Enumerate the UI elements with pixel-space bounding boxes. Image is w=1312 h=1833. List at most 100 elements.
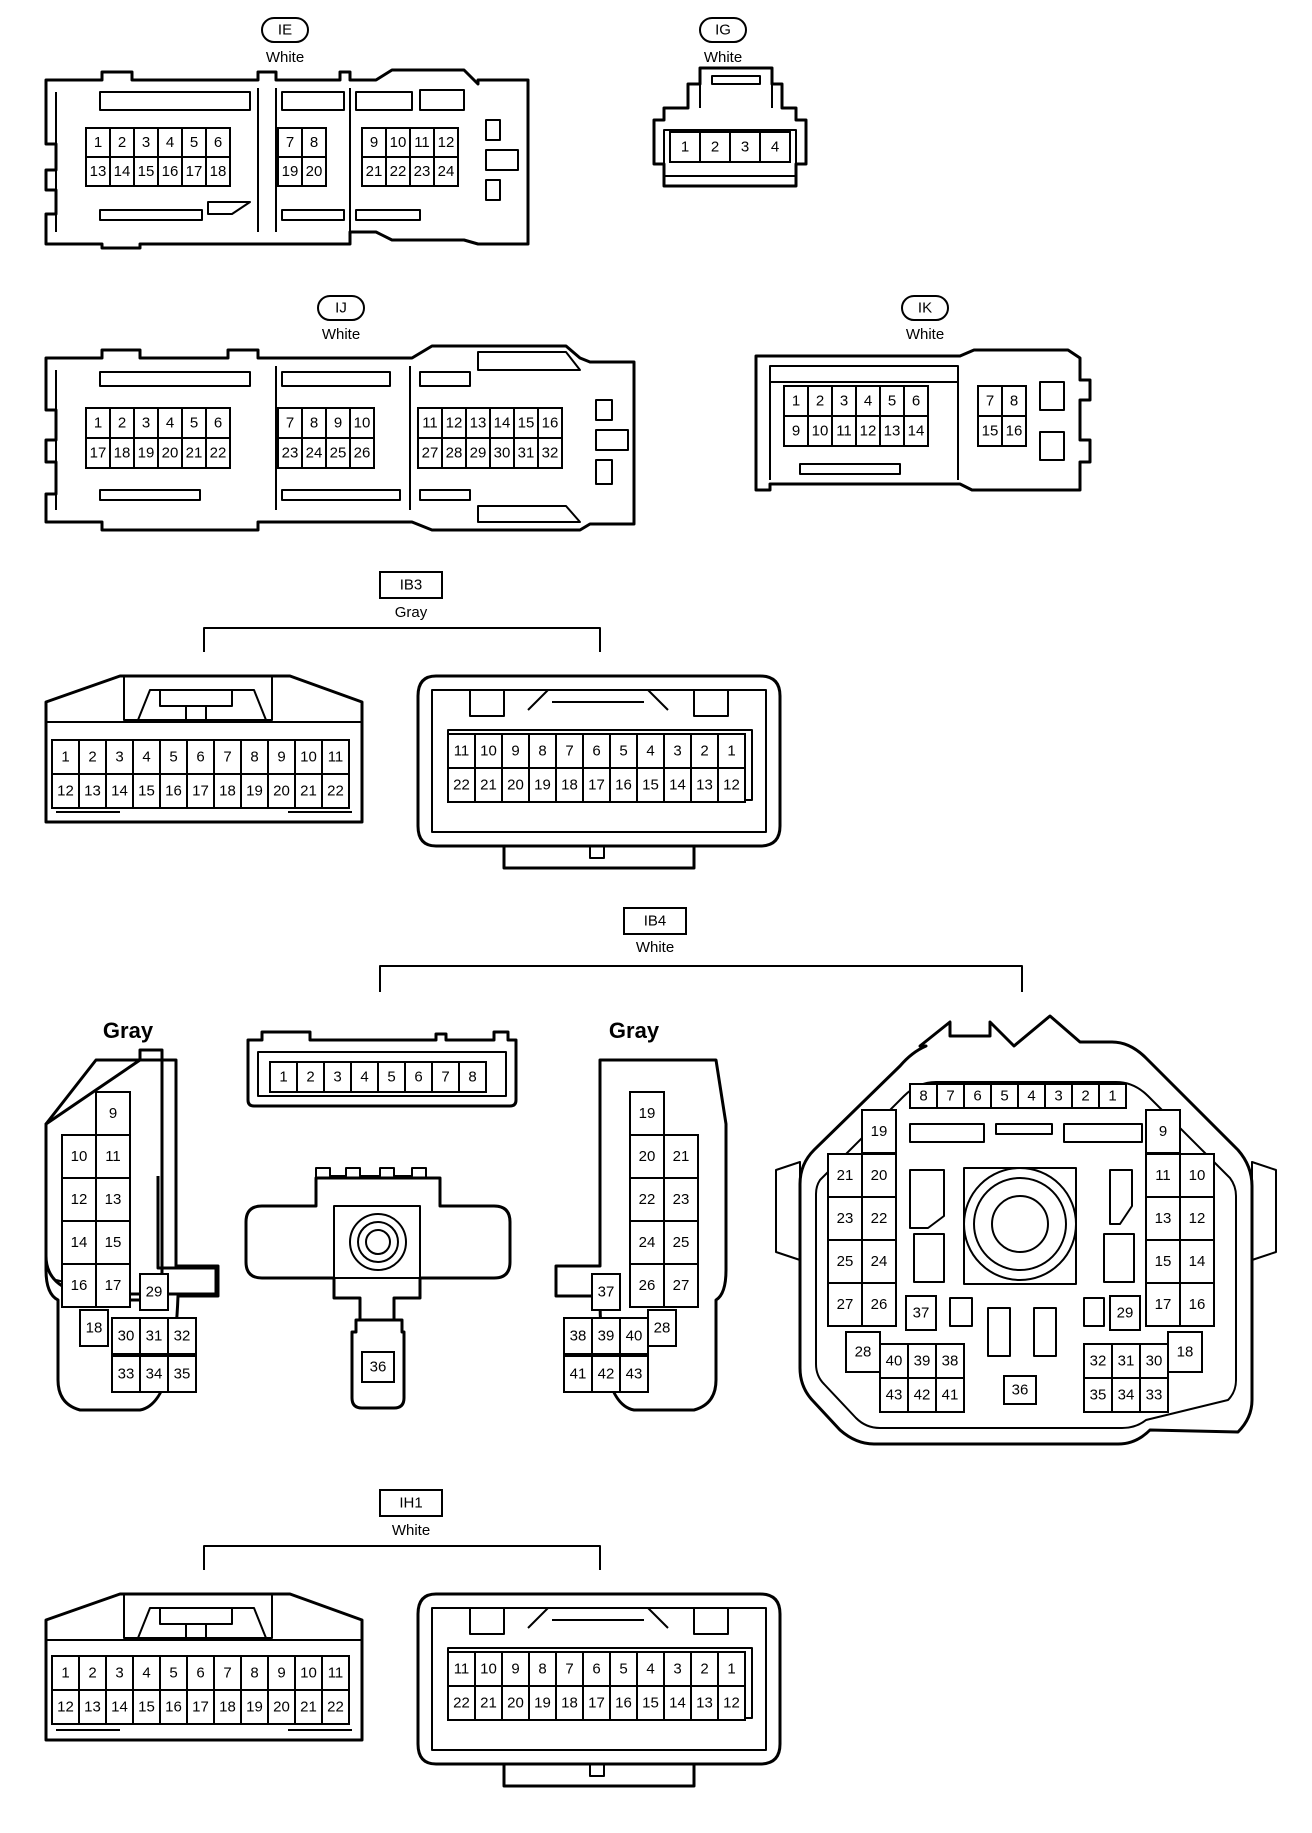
pin-21: [474, 1685, 503, 1721]
pin-label: 1: [727, 743, 735, 760]
pin-label: 2: [711, 139, 719, 156]
pin-label: 4: [771, 139, 779, 156]
connector-housing-male: [44, 1592, 364, 1742]
pin-label: 3: [741, 139, 749, 156]
pin-label: 3: [115, 749, 123, 766]
pin-label: 28: [855, 1344, 872, 1361]
pin-20: [267, 773, 296, 809]
pin-label: 15: [642, 777, 659, 794]
pin-label: 11: [328, 1665, 344, 1682]
pin-label: 8: [468, 1069, 476, 1086]
pin-label: 13: [105, 1191, 122, 1208]
pin-1: [717, 1651, 746, 1687]
pin-label: 16: [1189, 1296, 1206, 1313]
pin-label: 24: [639, 1234, 656, 1251]
plug-36-housing: [350, 1318, 406, 1410]
pin-label: 13: [84, 1699, 101, 1716]
pin-label: 7: [986, 393, 994, 410]
pin-20: [861, 1153, 897, 1198]
pin-label: 34: [1118, 1387, 1135, 1404]
pin-label: 5: [619, 743, 627, 760]
pin-label: 11: [414, 134, 430, 151]
pin-label: 27: [673, 1277, 690, 1294]
pin-label: 11: [422, 415, 438, 432]
pin-label: 4: [864, 393, 872, 410]
pin-label: 15: [138, 783, 155, 800]
socket-ring-outer: [349, 1213, 407, 1271]
pin-label: 16: [1006, 423, 1023, 440]
pin-label: 31: [518, 445, 535, 462]
pin-8: [301, 127, 327, 158]
pin-label: 15: [642, 1695, 659, 1712]
pin-label: 14: [1189, 1253, 1206, 1270]
pin-label: 21: [300, 783, 317, 800]
group-bracket: [203, 627, 601, 652]
pin-21: [294, 1689, 323, 1725]
pin-label: 43: [626, 1366, 643, 1383]
pin-41: [563, 1355, 593, 1393]
pin-31: [1111, 1343, 1141, 1379]
pin-4: [157, 407, 183, 439]
pin-15: [132, 773, 161, 809]
pin-13: [690, 767, 719, 803]
pin-label: 8: [250, 749, 258, 766]
pin-label: 22: [390, 163, 407, 180]
pin-label: 7: [946, 1088, 954, 1105]
housing-detail: [55, 351, 629, 523]
pin-label: 7: [565, 1661, 573, 1678]
pin-38: [935, 1343, 965, 1379]
pin-label: 16: [165, 1699, 182, 1716]
pin-label: 5: [387, 1069, 395, 1086]
pin-label: 29: [146, 1284, 163, 1301]
pin-label: 22: [327, 783, 344, 800]
pin-label: 1: [94, 134, 102, 151]
pin-label: 37: [913, 1305, 930, 1322]
pin-36: [361, 1351, 395, 1383]
pin-label: 1: [61, 1665, 69, 1682]
connector-code: IH1: [399, 1495, 422, 1512]
group-bracket: [379, 965, 1023, 992]
pin-20: [301, 156, 327, 187]
pin-12: [855, 415, 881, 447]
pin-label: 32: [542, 445, 559, 462]
pin-label: 14: [494, 415, 511, 432]
pin-label: 15: [1155, 1253, 1172, 1270]
pin-label: 16: [615, 1695, 632, 1712]
pin-label: 9: [109, 1105, 117, 1122]
pin-label: 6: [912, 393, 920, 410]
connector-color: White: [636, 939, 674, 956]
pin-label: 9: [370, 134, 378, 151]
pin-label: 9: [511, 1661, 519, 1678]
pin-label: 17: [588, 1695, 605, 1712]
pin-label: 2: [88, 749, 96, 766]
pin-label: 19: [246, 1699, 263, 1716]
pin-label: 4: [166, 415, 174, 432]
pin-11: [417, 407, 443, 439]
pin-label: 23: [282, 445, 299, 462]
pin-label: 13: [84, 783, 101, 800]
pin-label: 11: [328, 749, 344, 766]
pin-label: 10: [300, 749, 317, 766]
pin-label: 16: [542, 415, 559, 432]
pin-42: [591, 1355, 621, 1393]
pin-label: 10: [390, 134, 407, 151]
pin-label: 8: [310, 415, 318, 432]
pin-label: 15: [138, 163, 155, 180]
pin-label: 7: [441, 1069, 449, 1086]
pin-label: 19: [639, 1105, 656, 1122]
center-ring-outer: [963, 1167, 1077, 1281]
pin-label: 14: [111, 783, 128, 800]
pin-label: 9: [277, 1665, 285, 1682]
pin-label: 6: [973, 1088, 981, 1105]
pin-label: 12: [71, 1191, 88, 1208]
pin-30: [1139, 1343, 1169, 1379]
pin-22: [447, 1685, 476, 1721]
pin-label: 1: [727, 1661, 735, 1678]
pin-40: [619, 1317, 649, 1355]
